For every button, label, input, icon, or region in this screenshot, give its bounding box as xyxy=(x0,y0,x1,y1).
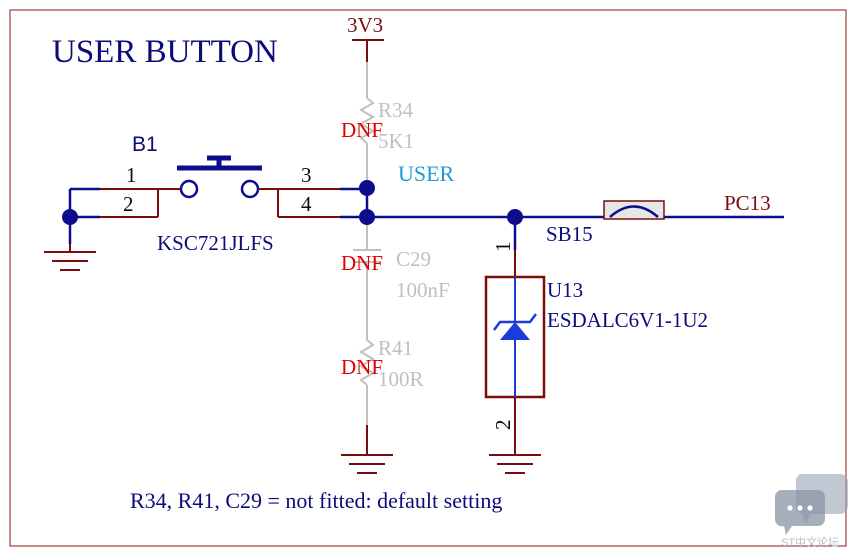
r41-value: 100R xyxy=(378,367,424,391)
chat-bubble-icon xyxy=(774,474,848,535)
junction-dot xyxy=(62,209,78,225)
u13-pin-2: 2 xyxy=(491,420,515,431)
button-leads xyxy=(100,188,340,218)
junction-dot xyxy=(359,209,375,225)
sheet-border xyxy=(9,9,847,547)
watermark-text: ST中文论坛 xyxy=(781,535,839,549)
button-designator: B1 xyxy=(132,133,158,156)
button-contact-right xyxy=(240,179,260,199)
u13-part-number: ESDALC6V1-1U2 xyxy=(547,308,708,332)
pc13-net-label: PC13 xyxy=(724,191,771,215)
power-net-label: 3V3 xyxy=(347,13,383,37)
sb15-body xyxy=(603,200,665,220)
r34-value: 5K1 xyxy=(378,129,414,153)
user-net-label: USER xyxy=(398,161,455,186)
button-pin-2: 2 xyxy=(123,192,134,216)
zener-diode-triangle xyxy=(500,322,530,340)
r34-symbol xyxy=(359,97,375,144)
r34-dnf-marker: DNF xyxy=(341,118,383,142)
ground-symbol-middle xyxy=(341,425,393,474)
u13-designator: U13 xyxy=(547,278,583,302)
sb15-bridge-arc xyxy=(609,205,659,218)
ground-symbol-right xyxy=(489,432,541,474)
schematic-note: R34, R41, C29 = not fitted: default sett… xyxy=(130,488,502,513)
r34-designator: R34 xyxy=(378,98,414,122)
schematic-title: USER BUTTON xyxy=(52,34,278,70)
button-pin-3: 3 xyxy=(301,163,312,187)
c29-dnf-marker: DNF xyxy=(341,251,383,275)
button-pin-1: 1 xyxy=(126,163,137,187)
junction-dot xyxy=(359,180,375,196)
button-pin-4: 4 xyxy=(301,192,312,216)
u13-pin-1: 1 xyxy=(491,242,515,253)
r41-symbol xyxy=(359,339,375,386)
sb15-designator: SB15 xyxy=(546,222,593,246)
button-contact-left xyxy=(179,179,199,199)
ground-symbol-left xyxy=(44,244,96,271)
r41-designator: R41 xyxy=(378,336,413,360)
c29-value: 100nF xyxy=(396,278,450,302)
c29-designator: C29 xyxy=(396,247,431,271)
button-part-number: KSC721JLFS xyxy=(157,231,274,255)
zener-diode-bar xyxy=(493,313,537,331)
r41-dnf-marker: DNF xyxy=(341,355,383,379)
junction-dot xyxy=(507,209,523,225)
